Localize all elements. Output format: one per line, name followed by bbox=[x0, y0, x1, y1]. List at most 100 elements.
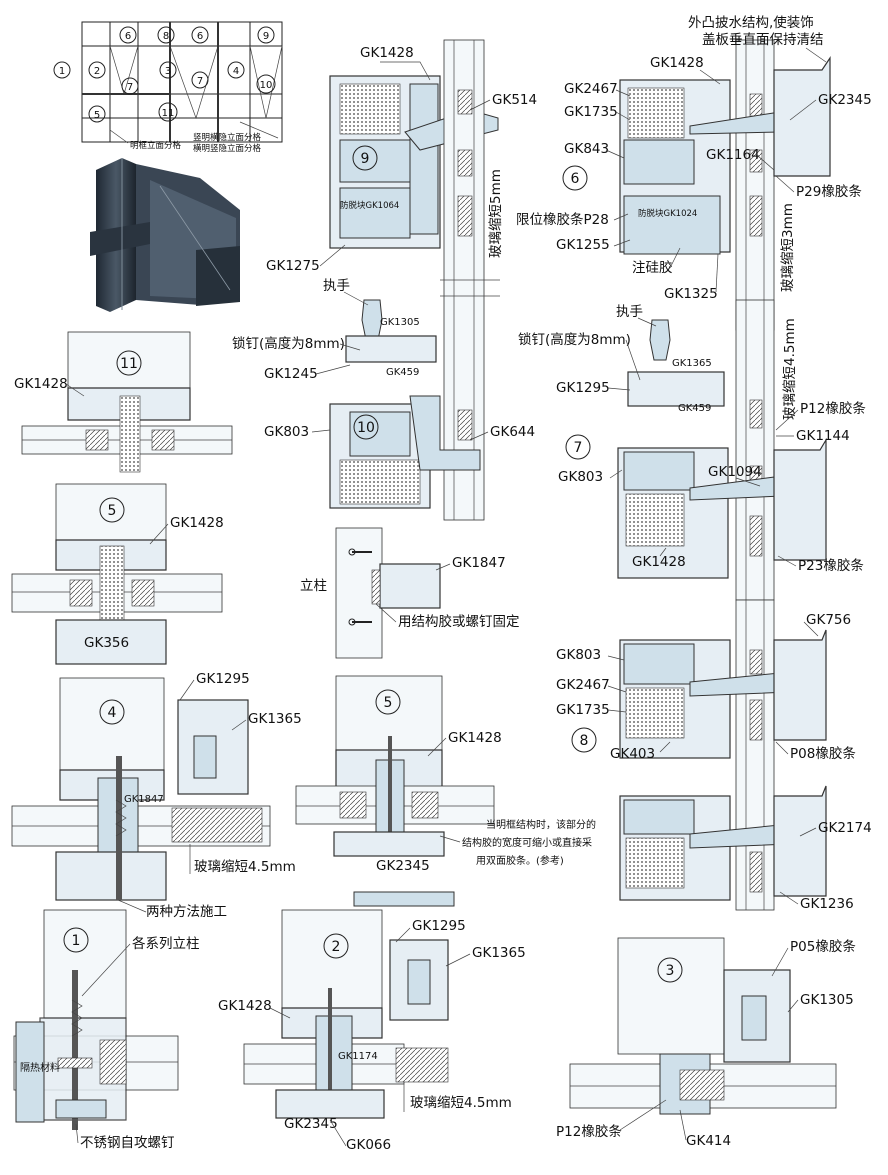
svg-text:3: 3 bbox=[165, 66, 171, 77]
label-gk1735-6: GK1735 bbox=[564, 104, 618, 120]
svg-text:7: 7 bbox=[197, 76, 203, 87]
label-glass-short-45-2: 玻璃缩短4.5mm bbox=[410, 1094, 512, 1111]
label-limit-p28: 限位橡胶条P28 bbox=[516, 211, 609, 228]
svg-text:6: 6 bbox=[125, 31, 131, 42]
label-anti-block-1024: 防脱块GK1024 bbox=[638, 208, 697, 219]
detail-number-7: 7 bbox=[565, 434, 591, 460]
detail-number-1: 1 bbox=[63, 927, 89, 953]
detail-number-8: 8 bbox=[571, 727, 597, 753]
label-gk1365-4: GK1365 bbox=[248, 711, 302, 727]
label-gk066: GK066 bbox=[346, 1137, 391, 1153]
label-gk1428-5b: GK1428 bbox=[448, 730, 502, 746]
label-ss-screw: 不锈钢自攻螺钉 bbox=[80, 1135, 175, 1151]
label-gk843: GK843 bbox=[564, 141, 609, 157]
label-gk1428-11: GK1428 bbox=[14, 376, 68, 392]
label-gk1735-8: GK1735 bbox=[556, 702, 610, 718]
label-gk644: GK644 bbox=[490, 424, 535, 440]
label-gk1295-7: GK1295 bbox=[556, 380, 610, 396]
label-p29: P29橡胶条 bbox=[796, 183, 862, 200]
grid-number-8: 8 bbox=[157, 26, 175, 44]
label-anti-block-1064: 防脱块GK1064 bbox=[340, 200, 399, 211]
label-gk1295-4: GK1295 bbox=[196, 671, 250, 687]
label-gk1428-5a: GK1428 bbox=[170, 515, 224, 531]
label-gk2345-5b: GK2345 bbox=[376, 858, 430, 874]
label-gk803-7: GK803 bbox=[558, 469, 603, 485]
svg-text:7: 7 bbox=[574, 440, 583, 456]
grid-number-6: 6 bbox=[119, 26, 137, 44]
label-gk403: GK403 bbox=[610, 746, 655, 762]
caption-hengming: 横明竖隐立面分格 bbox=[193, 143, 262, 154]
label-glass-short-3: 玻璃缩短3mm bbox=[779, 203, 796, 292]
detail-4: 4 GK1295 GK1365 GK1847 玻璃缩短4.5mm 两种方法施工 bbox=[11, 671, 302, 920]
facade-grid-legend: 1 2 3 4 5 6 7 8 6 7 9 10 11 明框立面分格 竖明横隐立… bbox=[53, 21, 283, 154]
label-gk1428-6: GK1428 bbox=[650, 55, 704, 71]
label-gk1325: GK1325 bbox=[664, 286, 718, 302]
label-gk459-10: GK459 bbox=[386, 367, 419, 378]
label-lock-nail-7: 锁钉(高度为8mm) bbox=[518, 331, 631, 348]
detail-number-5a: 5 bbox=[99, 497, 125, 523]
detail-number-10: 10 bbox=[353, 414, 379, 440]
grid-number-11: 11 bbox=[158, 102, 178, 122]
svg-text:6: 6 bbox=[197, 31, 203, 42]
detail-5b: 5 GK1428 GK2345 当明框结构时，该部分的 结构胶的宽度可缩小或直接… bbox=[295, 675, 596, 874]
detail-number-5b: 5 bbox=[375, 689, 401, 715]
detail-10: 10 执手 GK1305 锁钉(高度为8mm) GK459 GK1245 GK8… bbox=[232, 278, 535, 509]
label-gk2467-6: GK2467 bbox=[564, 81, 618, 97]
detail-number-11: 11 bbox=[116, 350, 142, 376]
label-all-columns: 各系列立柱 bbox=[132, 936, 200, 952]
grid-number-9: 9 bbox=[257, 26, 275, 44]
svg-text:4: 4 bbox=[108, 705, 117, 721]
detail-5a: 5 GK1428 GK356 bbox=[11, 483, 224, 665]
label-gk1428-2: GK1428 bbox=[218, 998, 272, 1014]
label-gk356: GK356 bbox=[84, 635, 129, 651]
grid-number-2: 2 bbox=[88, 61, 106, 79]
label-gk2345-6: GK2345 bbox=[818, 92, 872, 108]
label-gk2467-8: GK2467 bbox=[556, 677, 610, 693]
label-gk2174: GK2174 bbox=[818, 820, 872, 836]
label-drip-note-2: 盖板垂直面保持清结 bbox=[702, 32, 824, 48]
curtain-wall-profile-photo bbox=[90, 158, 240, 312]
label-p12-7: P12橡胶条 bbox=[800, 400, 866, 417]
label-gk756: GK756 bbox=[806, 612, 851, 628]
svg-text:4: 4 bbox=[233, 66, 239, 77]
svg-text:5: 5 bbox=[384, 695, 393, 711]
svg-text:10: 10 bbox=[260, 80, 273, 91]
svg-text:5: 5 bbox=[94, 110, 100, 121]
label-glass-short-5: 玻璃缩短5mm bbox=[487, 169, 504, 258]
label-gk459-7: GK459 bbox=[678, 403, 711, 414]
label-drip-note-1: 外凸披水结构,使装饰 bbox=[688, 14, 814, 31]
svg-text:10: 10 bbox=[357, 420, 375, 436]
grid-number-7b: 7 bbox=[191, 71, 209, 89]
label-p08: P08橡胶条 bbox=[790, 745, 856, 762]
label-gk1305-10: GK1305 bbox=[380, 317, 420, 328]
svg-text:2: 2 bbox=[94, 66, 100, 77]
detail-number-9: 9 bbox=[352, 145, 378, 171]
svg-text:9: 9 bbox=[263, 31, 269, 42]
detail-6: 6 外凸披水结构,使装饰 盖板垂直面保持清结 GK1428 GK2467 GK2… bbox=[516, 14, 872, 331]
label-gk2345-2: GK2345 bbox=[284, 1116, 338, 1132]
label-gk514: GK514 bbox=[492, 92, 537, 108]
grid-number-3: 3 bbox=[159, 61, 177, 79]
label-lock-nail-10: 锁钉(高度为8mm) bbox=[232, 335, 345, 352]
column-sketch: 立柱 GK1847 用结构胶或螺钉固定 bbox=[300, 527, 520, 659]
label-gk803-10: GK803 bbox=[264, 424, 309, 440]
label-note-3: 用双面胶条。(参考) bbox=[476, 854, 564, 867]
label-gk803-8: GK803 bbox=[556, 647, 601, 663]
svg-text:5: 5 bbox=[108, 503, 117, 519]
detail-3: 3 P05橡胶条 GK1305 P12橡胶条 GK414 bbox=[556, 937, 856, 1149]
detail-1: 1 各系列立柱 隔热材料 不锈钢自攻螺钉 bbox=[13, 909, 200, 1151]
label-gk1428-7: GK1428 bbox=[632, 554, 686, 570]
label-gk1236: GK1236 bbox=[800, 896, 854, 912]
grid-number-4: 4 bbox=[227, 61, 245, 79]
svg-text:6: 6 bbox=[571, 171, 580, 187]
grid-number-5: 5 bbox=[88, 105, 106, 123]
svg-text:2: 2 bbox=[332, 939, 341, 955]
label-gk1174: GK1174 bbox=[338, 1051, 378, 1062]
label-gk1365-7: GK1365 bbox=[672, 358, 712, 369]
label-insulation: 隔热材料 bbox=[20, 1061, 60, 1074]
label-gk1365-2: GK1365 bbox=[472, 945, 526, 961]
detail-number-3: 3 bbox=[657, 957, 683, 983]
grid-number-6b: 6 bbox=[191, 26, 209, 44]
